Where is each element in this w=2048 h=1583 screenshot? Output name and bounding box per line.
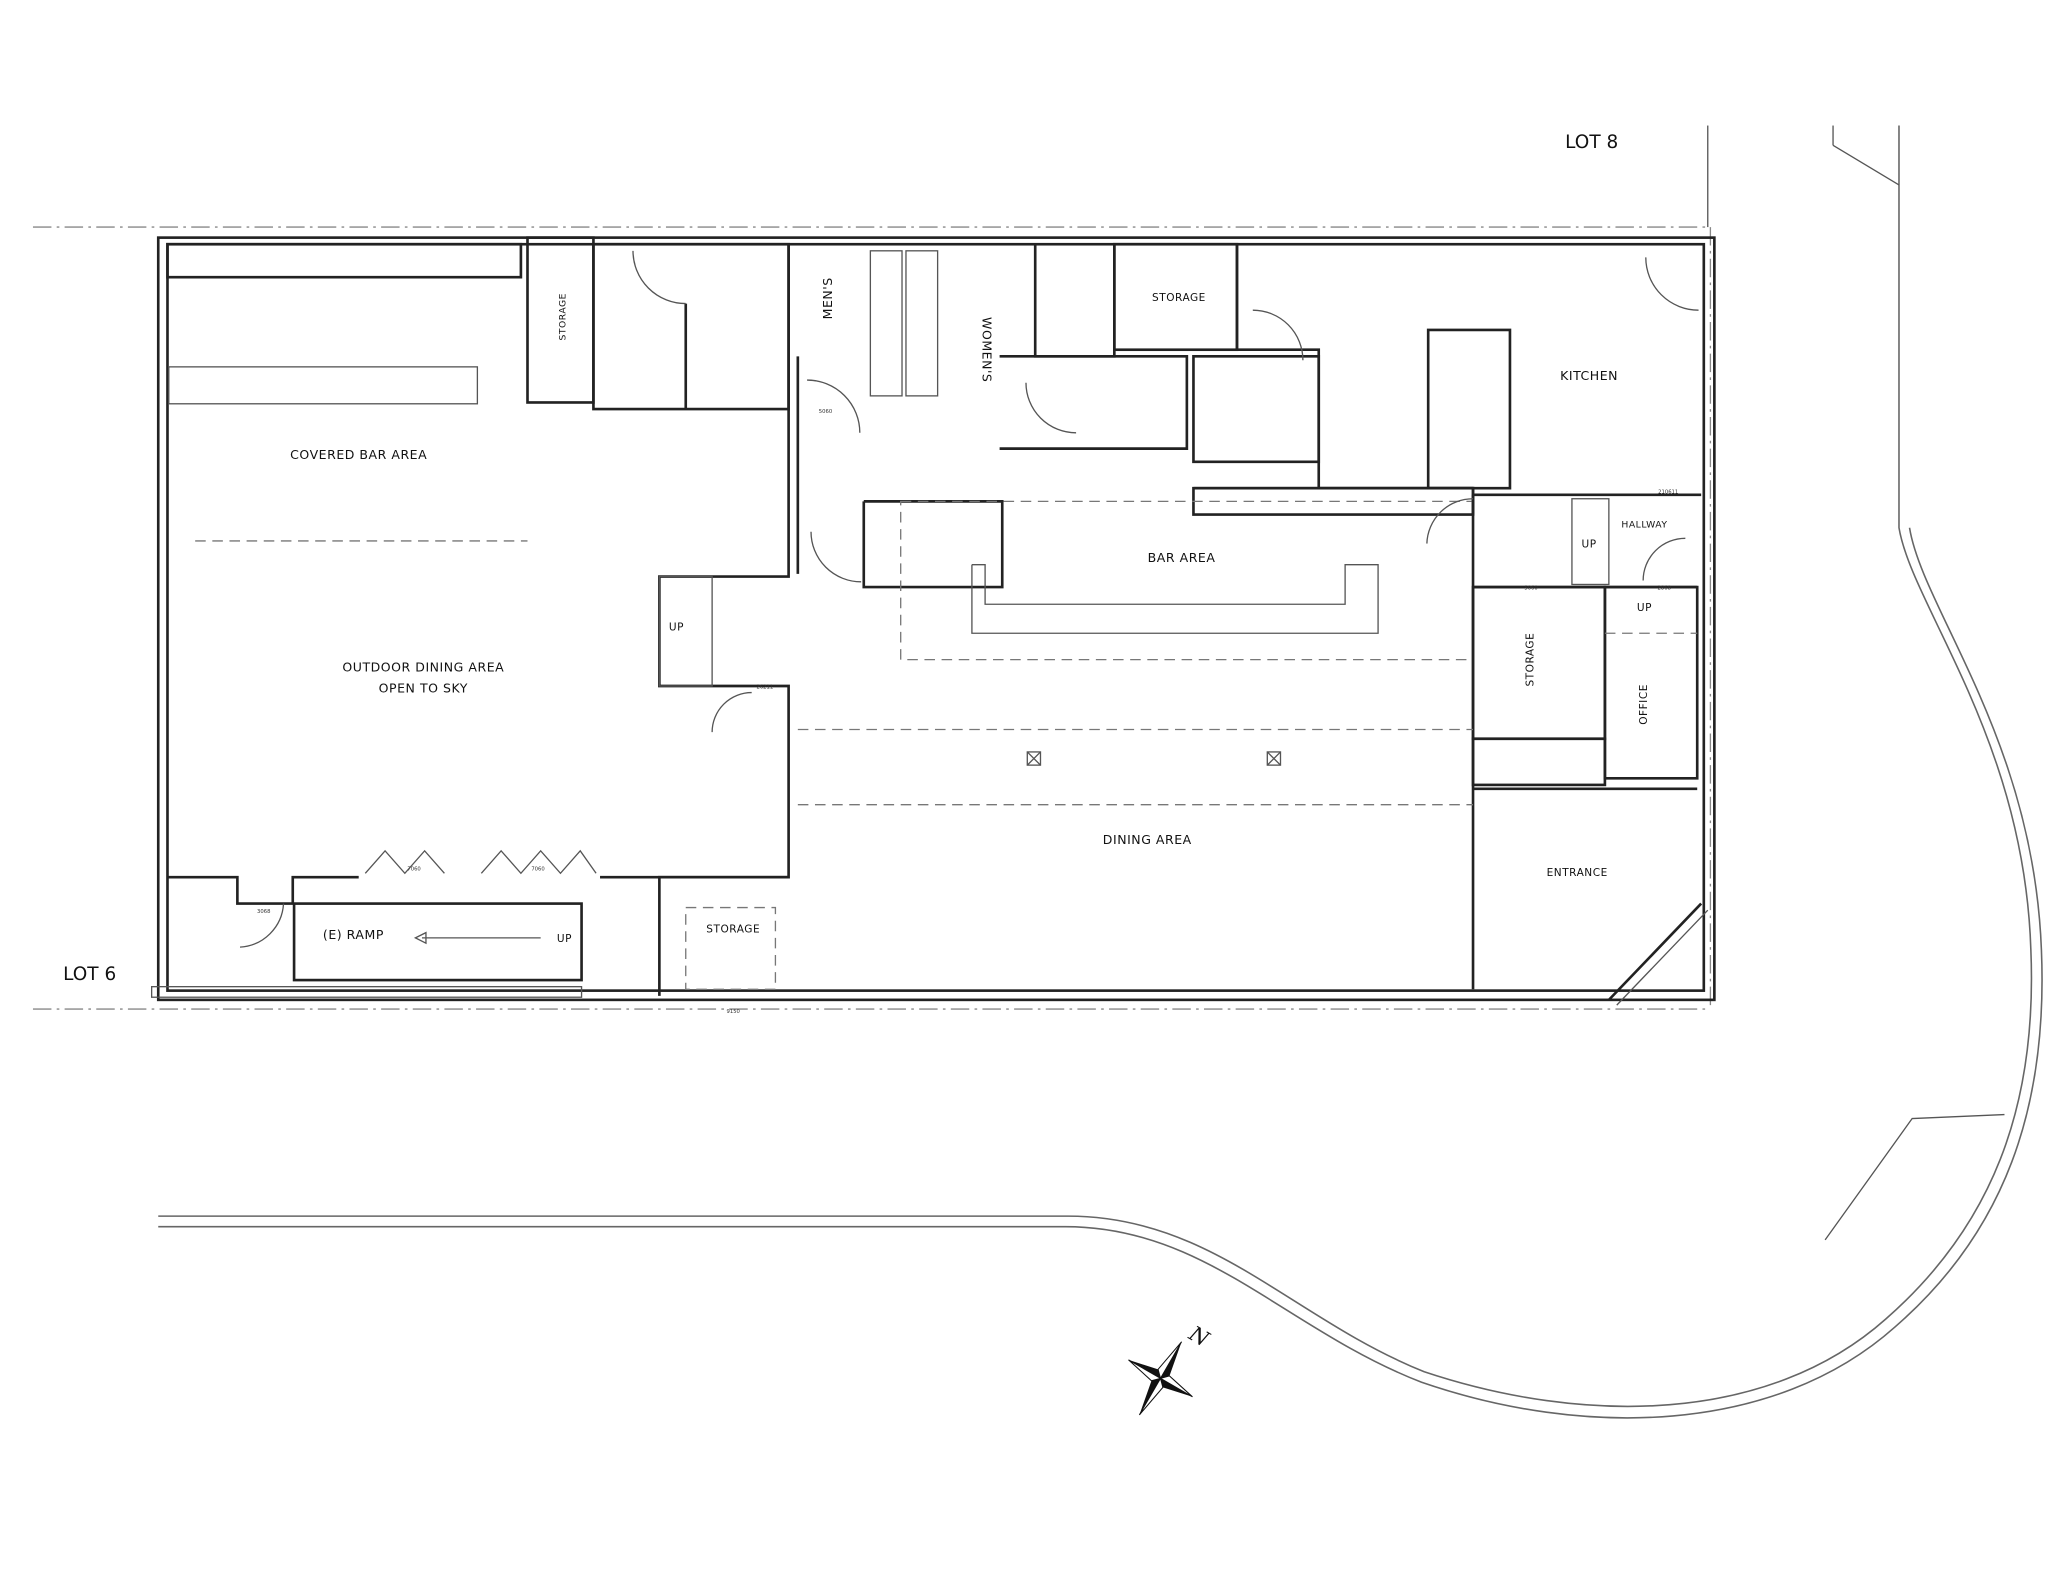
building-walls [150, 236, 1716, 1006]
storage-top-label: STORAGE [1152, 292, 1206, 304]
door-tag: 7060 [407, 867, 420, 873]
storage-left-label: STORAGE [558, 293, 569, 341]
covered-bar-area-label: COVERED BAR AREA [290, 447, 427, 462]
folding-doors [364, 849, 597, 875]
door-tag: 5060 [819, 409, 832, 415]
skylight-icon [1026, 751, 1042, 766]
womens-label: WOMEN'S [979, 317, 994, 382]
outdoor-dining-label: OUTDOOR DINING AREA [342, 659, 504, 674]
hallway-label: HALLWAY [1621, 520, 1667, 531]
storage-bottom-label: STORAGE [706, 924, 760, 936]
door-tag: 5060 [1524, 586, 1537, 592]
door-tag: 26211 [756, 685, 773, 691]
skylight-icon [1266, 751, 1282, 766]
door-tag: 7060 [531, 867, 544, 873]
ramp-label: (E) RAMP [323, 927, 384, 942]
door-tag: 210611 [1658, 489, 1678, 495]
door-tag: 3068 [257, 909, 270, 915]
open-to-sky-label: OPEN TO SKY [379, 681, 468, 696]
lot-6-label: LOT 6 [63, 964, 116, 985]
ramp-up-label: UP [557, 933, 572, 945]
office-stairs-up-label: UP [1637, 602, 1652, 614]
door-tag: 9150 [727, 1009, 740, 1015]
door-tag: 2868 [1658, 586, 1671, 592]
bar-area-label: BAR AREA [1148, 550, 1216, 565]
north-arrow-icon [1128, 1341, 1193, 1416]
storage-right-label: STORAGE [1525, 633, 1537, 687]
property-lines [32, 125, 1834, 1010]
road-curb [158, 125, 2043, 1419]
mens-label: MEN'S [820, 277, 835, 319]
north-label: N [1184, 1320, 1215, 1352]
lot-8-label: LOT 8 [1565, 132, 1618, 153]
entrance-label: ENTRANCE [1547, 867, 1608, 879]
dining-area-label: DINING AREA [1103, 832, 1192, 847]
kitchen-label: KITCHEN [1560, 368, 1618, 383]
office-label: OFFICE [1638, 684, 1650, 725]
stairs-up-label: UP [669, 622, 684, 634]
hallway-stairs-up-label: UP [1582, 539, 1597, 551]
